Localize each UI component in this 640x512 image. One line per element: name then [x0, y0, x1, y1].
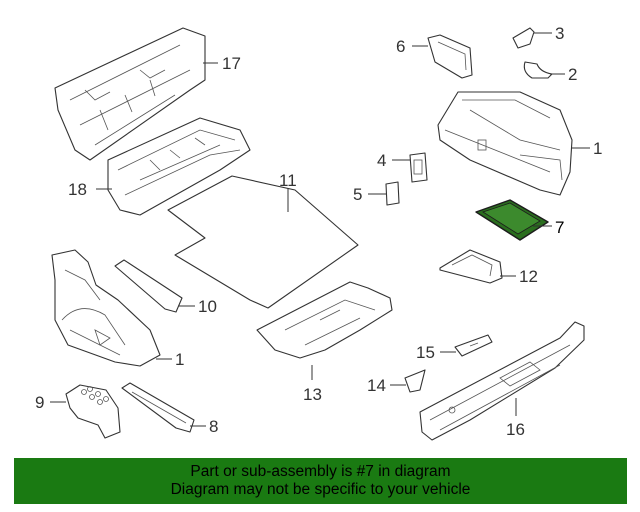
callout-14[interactable]: 14: [367, 376, 386, 395]
callout-1-upper[interactable]: 1: [593, 139, 602, 158]
callout-7[interactable]: 7: [555, 218, 564, 237]
part-4-clip[interactable]: [409, 152, 428, 183]
callout-18[interactable]: 18: [68, 180, 87, 199]
part-15-clip[interactable]: [454, 334, 493, 357]
part-3-cover[interactable]: [512, 27, 535, 49]
part-18-trunk-floor-trim[interactable]: [107, 117, 251, 216]
part-5-pad[interactable]: [385, 181, 400, 206]
callout-15[interactable]: 15: [416, 343, 435, 362]
callout-1-lower[interactable]: 1: [175, 350, 184, 369]
part-7-storage-tray[interactable]: [475, 199, 549, 241]
banner-line-part-info: Part or sub-assembly is #7 in diagram: [190, 463, 451, 480]
callout-8[interactable]: 8: [209, 417, 218, 436]
part-13-floor-spacer[interactable]: [256, 281, 393, 359]
callout-3[interactable]: 3: [555, 24, 564, 43]
callout-17[interactable]: 17: [222, 54, 241, 73]
leader-lines: [50, 32, 590, 427]
callout-13[interactable]: 13: [303, 385, 322, 404]
part-6-bracket[interactable]: [427, 34, 473, 79]
part-1-side-trim-right[interactable]: [437, 91, 573, 196]
part-16-rear-sill-plate[interactable]: [419, 321, 585, 441]
part-11-trunk-mat[interactable]: [167, 175, 359, 309]
exploded-parts-diagram: 17 6 3 2 1 4 5 11 18 7 12 10 1 15 13 14 …: [35, 24, 602, 441]
callout-16[interactable]: 16: [506, 420, 525, 439]
part-10-side-panel[interactable]: [114, 259, 183, 313]
part-9-connector-block[interactable]: [65, 384, 121, 439]
part-17-rear-shelf[interactable]: [54, 27, 206, 161]
part-8-sill-trim[interactable]: [121, 382, 195, 433]
callout-12[interactable]: 12: [519, 267, 538, 286]
part-2-hook[interactable]: [523, 61, 553, 79]
callout-9[interactable]: 9: [35, 393, 44, 412]
callout-2[interactable]: 2: [568, 65, 577, 84]
callout-11[interactable]: 11: [279, 171, 297, 190]
callout-4[interactable]: 4: [377, 151, 386, 170]
part-12-tray-frame[interactable]: [439, 249, 503, 284]
disclaimer-banner: Part or sub-assembly is #7 in diagram Di…: [14, 458, 627, 504]
callout-5[interactable]: 5: [353, 185, 362, 204]
banner-line-disclaimer: Diagram may not be specific to your vehi…: [170, 481, 471, 498]
callout-6[interactable]: 6: [396, 37, 405, 56]
part-14-clip[interactable]: [404, 369, 426, 393]
part-1-side-trim-left[interactable]: [51, 249, 161, 367]
callout-10[interactable]: 10: [198, 297, 217, 316]
